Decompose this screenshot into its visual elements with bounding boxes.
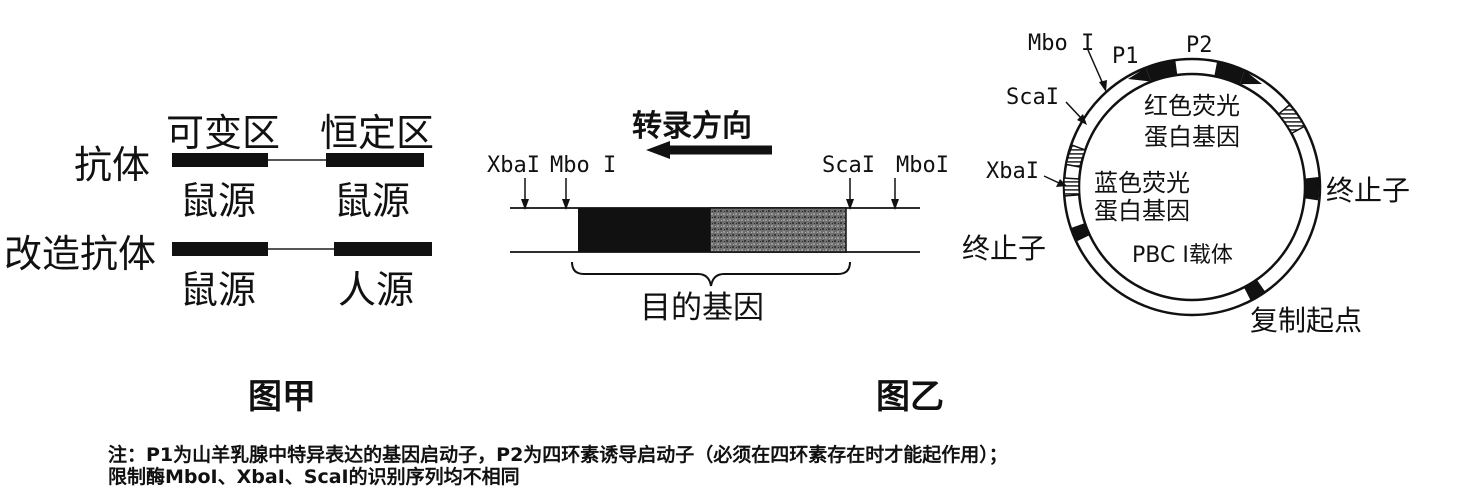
transcription-direction-label: 转录方向 bbox=[632, 109, 752, 144]
plasmid-label-xbai: XbaI bbox=[986, 159, 1039, 184]
antibody-constant-source: 鼠源 bbox=[334, 179, 410, 223]
site-xbai-left: XbaI bbox=[487, 153, 540, 178]
terminator-left-segment bbox=[1071, 223, 1090, 242]
header-constant-region: 恒定区 bbox=[320, 111, 434, 155]
footnote: 注：P1为山羊乳腺中特异表达的基因启动子，P2为四环素诱导启动子（必须在四环素存… bbox=[108, 444, 1458, 488]
terminator-right-label: 终止子 bbox=[1326, 174, 1410, 207]
blue-gene-label-line1: 蓝色荧光 bbox=[1094, 169, 1190, 197]
figure-a: 可变区 恒定区 抗体 鼠源 鼠源 改造抗体 鼠源 人源 图甲 bbox=[4, 111, 434, 417]
target-gene-brace bbox=[571, 261, 851, 287]
promoter-p1-arrow bbox=[1128, 67, 1152, 82]
plasmid-label-scai: ScaI bbox=[1006, 85, 1059, 110]
plasmid-label-p1: P1 bbox=[1112, 44, 1139, 69]
blue-gene-label-line2: 蛋白基因 bbox=[1094, 197, 1190, 225]
target-gene-dark-segment bbox=[578, 208, 710, 252]
modified-constant-bar bbox=[334, 242, 432, 256]
modified-variable-source: 鼠源 bbox=[180, 268, 256, 312]
replication-origin-segment bbox=[1244, 279, 1266, 301]
terminator-left-label: 终止子 bbox=[962, 232, 1046, 265]
row-label-modified-antibody: 改造抗体 bbox=[4, 232, 156, 276]
vector-name-label: PBC I载体 bbox=[1132, 243, 1233, 268]
row-label-antibody: 抗体 bbox=[74, 143, 150, 187]
plasmid-label-p2: P2 bbox=[1186, 33, 1213, 58]
header-variable-region: 可变区 bbox=[166, 111, 280, 155]
target-gene-stippled-segment bbox=[709, 207, 847, 253]
site-mboi-left: Mbo I bbox=[550, 153, 616, 178]
promoter-p1-block bbox=[1145, 60, 1178, 82]
promoter-p2-arrow bbox=[1239, 70, 1262, 85]
promoter-p2-block bbox=[1214, 61, 1245, 85]
site-arrow-scai bbox=[1065, 101, 1087, 125]
antibody-constant-bar bbox=[326, 153, 424, 167]
replication-origin-label: 复制起点 bbox=[1250, 304, 1362, 337]
transcription-arrow-head bbox=[646, 141, 670, 159]
cut-arrow-xbai-left bbox=[521, 178, 529, 210]
site-arrow-xbai bbox=[1043, 175, 1067, 187]
antibody-variable-bar bbox=[172, 153, 268, 167]
terminator-right-segment bbox=[1304, 177, 1320, 201]
figure-b-caption: 图乙 bbox=[876, 377, 944, 417]
figure-b-gene: 转录方向 XbaI Mbo I ScaI MboI 目的基因 图乙 bbox=[487, 109, 949, 417]
red-gene-label-line2: 蛋白基因 bbox=[1144, 123, 1240, 151]
cut-arrow-scai-right bbox=[846, 178, 854, 210]
red-gene-label-line1: 红色荧光 bbox=[1144, 92, 1240, 120]
plasmid-label-mboi: Mbo I bbox=[1028, 31, 1094, 56]
site-arrow-mboi bbox=[1087, 49, 1107, 92]
figure-a-caption: 图甲 bbox=[248, 377, 316, 417]
cut-arrow-mboi-right bbox=[891, 178, 899, 210]
site-scai-right: ScaI bbox=[822, 153, 875, 178]
site-mboi-right: MboI bbox=[896, 153, 949, 178]
antibody-variable-source: 鼠源 bbox=[180, 179, 256, 223]
figure-b-plasmid: Mbo I P1 P2 ScaI XbaI 红色荧光 蛋白基因 蓝色荧光 蛋白基… bbox=[962, 31, 1410, 337]
blue-gene-hatch-lower bbox=[1063, 177, 1081, 197]
modified-constant-source: 人源 bbox=[338, 268, 414, 312]
blue-fluorescent-gene-segment bbox=[1065, 144, 1087, 168]
footnote-line-1: 注：P1为山羊乳腺中特异表达的基因启动子，P2为四环素诱导启动子（必须在四环素存… bbox=[108, 444, 1008, 466]
red-fluorescent-gene-segment bbox=[1277, 103, 1306, 135]
modified-variable-bar bbox=[172, 242, 268, 256]
target-gene-label: 目的基因 bbox=[640, 290, 764, 326]
cut-arrow-mboi-left bbox=[562, 178, 570, 210]
footnote-line-2: 限制酶MboI、XbaI、ScaI的识别序列均不相同 bbox=[108, 466, 520, 488]
